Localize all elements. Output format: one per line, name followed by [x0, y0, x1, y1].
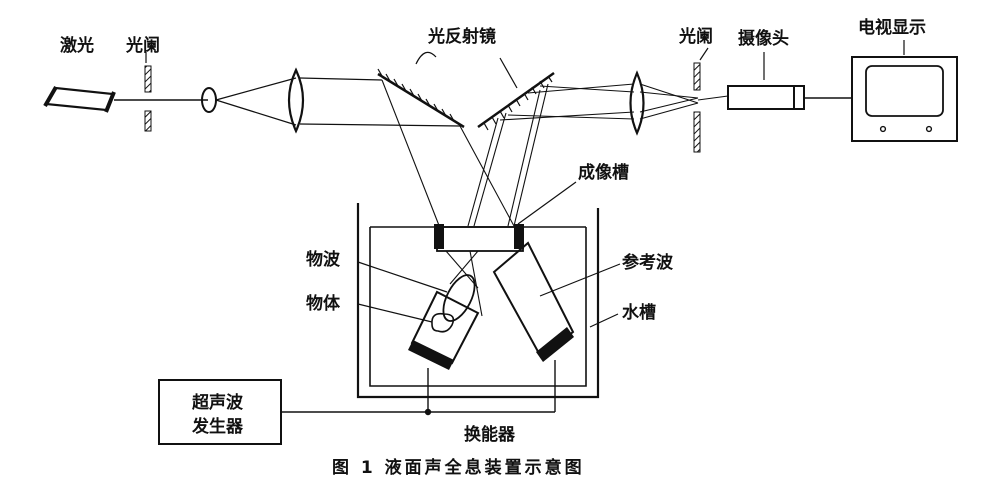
laser-label: 激光	[60, 35, 94, 56]
figure-caption: 图 1 液面声全息装置示意图	[332, 457, 585, 478]
leader-lines	[145, 40, 905, 328]
reference-transducer-assembly	[492, 241, 575, 362]
right-reflector-mirror	[477, 71, 555, 131]
water-tank-label: 水槽	[622, 302, 656, 323]
tv-display-label: 电视显示	[858, 17, 926, 38]
incident-beams	[381, 79, 515, 229]
imaging-cell	[434, 224, 524, 252]
return-beams	[499, 83, 635, 121]
aperture-right	[693, 62, 701, 153]
converging-beams	[639, 83, 729, 120]
left-reflector-mirror	[377, 68, 465, 129]
diverging-beam	[215, 77, 297, 126]
reference-wave-label: 参考波	[622, 252, 674, 273]
imaging-cell-label: 成像槽	[578, 162, 629, 183]
aperture-right-label: 光阑	[678, 26, 713, 47]
object-label: 物体	[306, 293, 341, 314]
tv-display	[851, 56, 958, 142]
transducer-label: 换能器	[464, 424, 516, 445]
object-transducer-assembly	[408, 274, 480, 370]
object-wave-label: 物波	[306, 249, 341, 270]
object-wave-rays	[445, 250, 483, 317]
ultrasonic-generator-label-line2: 发生器	[191, 416, 244, 437]
ultrasonic-generator-label-line1: 超声波	[192, 392, 244, 413]
aperture-left-label: 光阑	[125, 35, 160, 56]
camera-label: 摄像头	[738, 28, 789, 49]
object-body	[431, 312, 455, 333]
camera	[727, 85, 805, 110]
transducer-wiring	[281, 360, 556, 416]
acoustic-lens	[442, 274, 476, 322]
laser-device	[43, 85, 116, 113]
collimated-beam	[299, 77, 461, 127]
reflector-label: 光反射镜	[427, 26, 496, 47]
reflected-beams	[467, 83, 549, 227]
imaging-lens	[629, 70, 645, 136]
water-tank	[356, 203, 600, 399]
aperture-left	[144, 65, 152, 132]
collimating-lens	[287, 67, 305, 134]
